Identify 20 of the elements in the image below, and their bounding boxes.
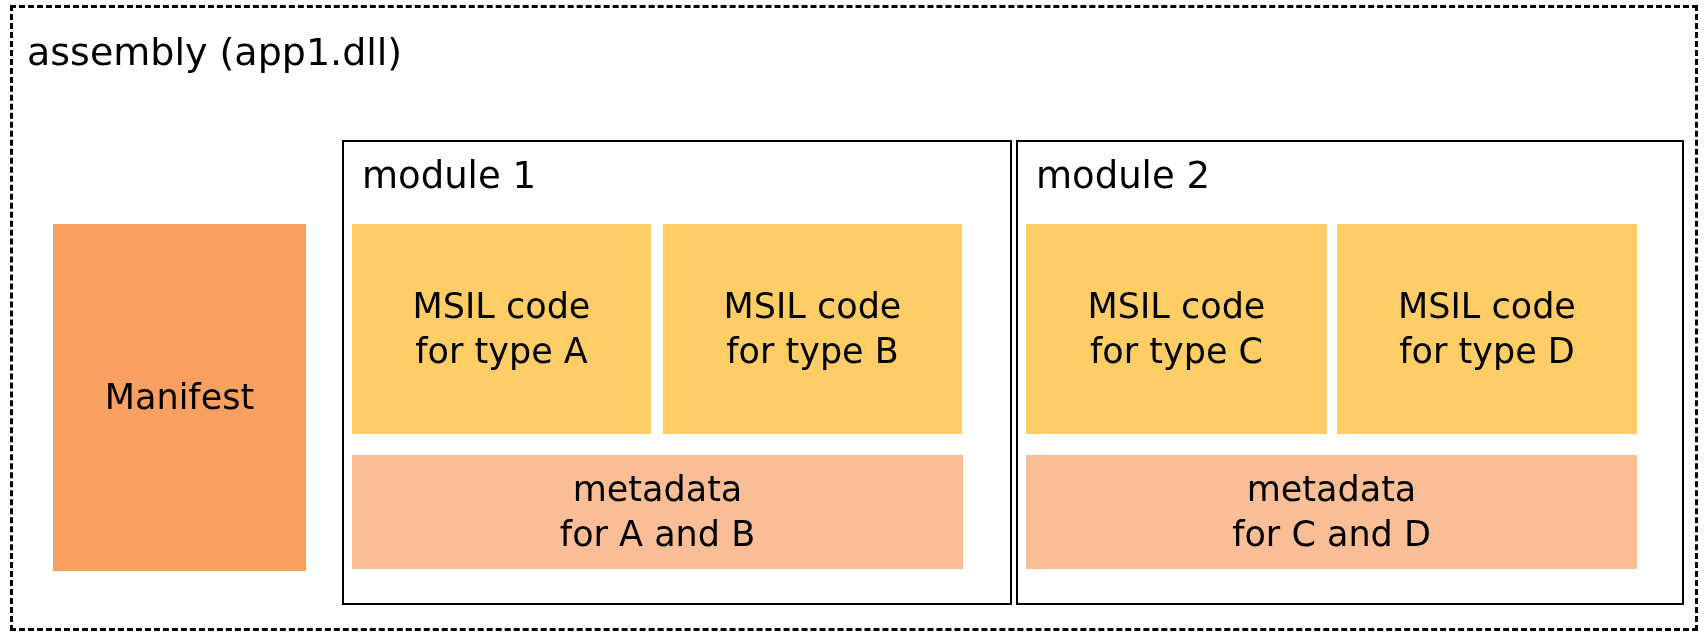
code-block [352,224,651,434]
block-label: MSIL code for type D [1397,284,1577,373]
metadata-block [1026,455,1637,569]
block-label: MSIL code for type C [1086,284,1267,373]
block-label: Manifest [104,375,255,419]
module-box [342,140,1012,605]
block-label: MSIL code for type A [411,284,592,373]
manifest-block [53,224,306,571]
code-block [1337,224,1637,434]
code-block [1026,224,1327,434]
module-box [1016,140,1684,605]
block-label: metadata for A and B [558,467,757,556]
assembly-frame [10,5,1698,631]
metadata-block [352,455,963,569]
group-title: assembly (app1.dll) [27,30,403,74]
block-label: metadata for C and D [1231,467,1432,556]
block-label: MSIL code for type B [722,284,903,373]
group-title: module 2 [1036,154,1210,197]
code-block [663,224,962,434]
group-title: module 1 [362,154,536,197]
